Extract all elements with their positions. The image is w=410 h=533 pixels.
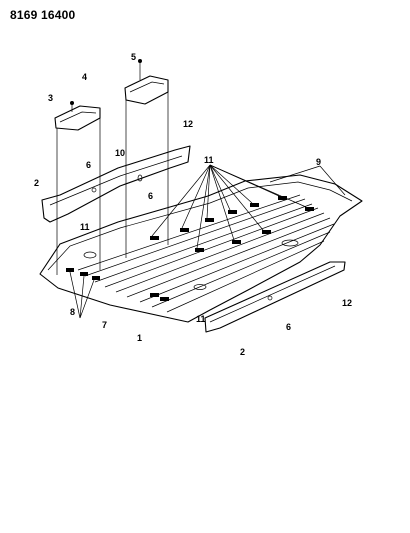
leader-lines xyxy=(69,164,346,319)
bracket xyxy=(124,59,169,105)
floor-pan xyxy=(39,174,363,323)
callout-6-right: 6 xyxy=(286,322,291,332)
callout-2-lower: 2 xyxy=(240,347,245,357)
projection-lines xyxy=(56,92,169,275)
callout-labels: 1 2 2 3 4 5 6 6 6 7 8 9 10 11 11 11 12 1… xyxy=(34,52,352,357)
callout-10: 10 xyxy=(115,148,125,158)
callout-5: 5 xyxy=(131,52,136,62)
callout-11-top: 11 xyxy=(204,155,214,165)
callout-4: 4 xyxy=(82,72,87,82)
right-sill xyxy=(204,261,346,333)
cover-plate xyxy=(54,101,101,131)
callout-6-left: 6 xyxy=(86,160,91,170)
callout-9: 9 xyxy=(316,157,321,167)
callout-11-bottom: 11 xyxy=(196,314,206,324)
callout-1: 1 xyxy=(137,333,142,343)
callout-8: 8 xyxy=(70,307,75,317)
callout-11-left: 11 xyxy=(80,222,90,232)
left-sill xyxy=(41,145,191,223)
callout-2-upper: 2 xyxy=(34,178,39,188)
callout-3: 3 xyxy=(48,93,53,103)
callout-12-lower: 12 xyxy=(342,298,352,308)
callout-7: 7 xyxy=(102,320,107,330)
callout-6-mid: 6 xyxy=(148,191,153,201)
callout-12-upper: 12 xyxy=(183,119,193,129)
figure-code: 8169 16400 xyxy=(10,8,76,22)
